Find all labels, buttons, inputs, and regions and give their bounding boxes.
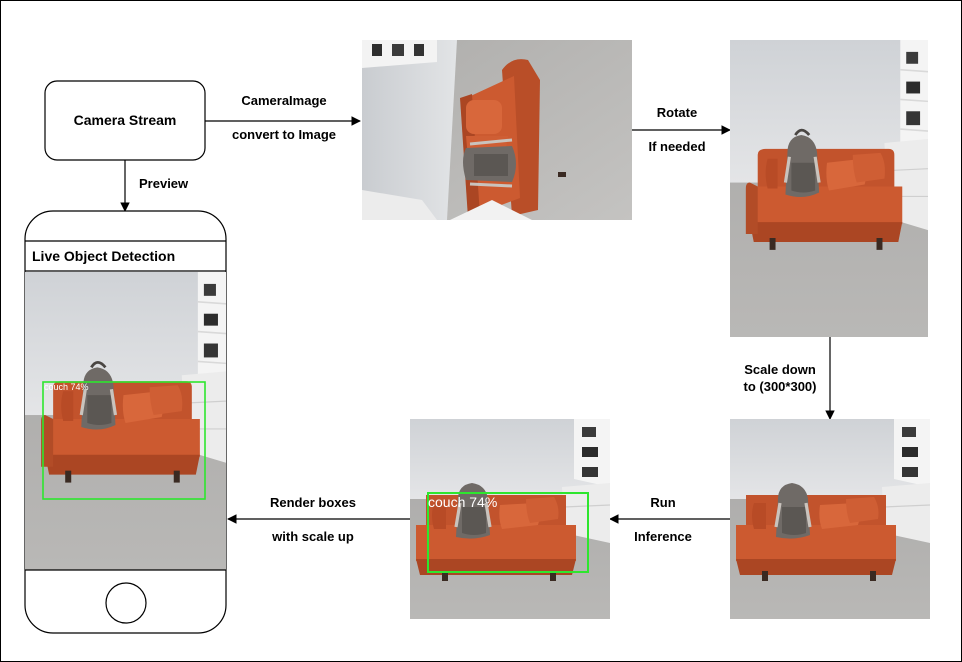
scaled-image (730, 419, 930, 619)
scale-down-edge: Scale down to (300*300) (744, 337, 835, 420)
rotate-edge: Rotate If needed (632, 105, 731, 154)
rotated-image (730, 40, 928, 337)
inference-result-image: couch 74% (410, 419, 610, 619)
convert-label: convert to Image (232, 127, 336, 142)
scale-down-label: Scale down (744, 362, 816, 377)
if-needed-label: If needed (648, 139, 705, 154)
scale-size-label: to (300*300) (744, 379, 817, 394)
rotate-label: Rotate (657, 105, 697, 120)
render-edge: Render boxes with scale up (227, 495, 410, 544)
phone-app-title: Live Object Detection (32, 248, 175, 264)
inference-label: Inference (634, 529, 692, 544)
phone-preview-image (25, 272, 226, 570)
run-label: Run (650, 495, 675, 510)
home-button (105, 582, 147, 624)
phone-bounding-box (42, 381, 206, 500)
convert-edge: CameraImage convert to Image (205, 93, 361, 142)
camera-stream-label: Camera Stream (74, 112, 177, 128)
render-boxes-label: Render boxes (270, 495, 356, 510)
result-bounding-box (427, 492, 589, 573)
preview-label: Preview (139, 176, 189, 191)
scale-up-label: with scale up (271, 529, 354, 544)
camera-stream-node: Camera Stream (44, 80, 206, 161)
preview-edge: Preview (120, 160, 189, 212)
raw-camera-image (362, 40, 632, 220)
inference-edge: Run Inference (609, 495, 730, 544)
result-detection-label: couch 74% (428, 494, 497, 510)
phone-detection-label: couch 74% (44, 382, 89, 392)
camera-image-label: CameraImage (241, 93, 326, 108)
phone-mockup: Live Object Detection couch 74% (24, 210, 227, 634)
